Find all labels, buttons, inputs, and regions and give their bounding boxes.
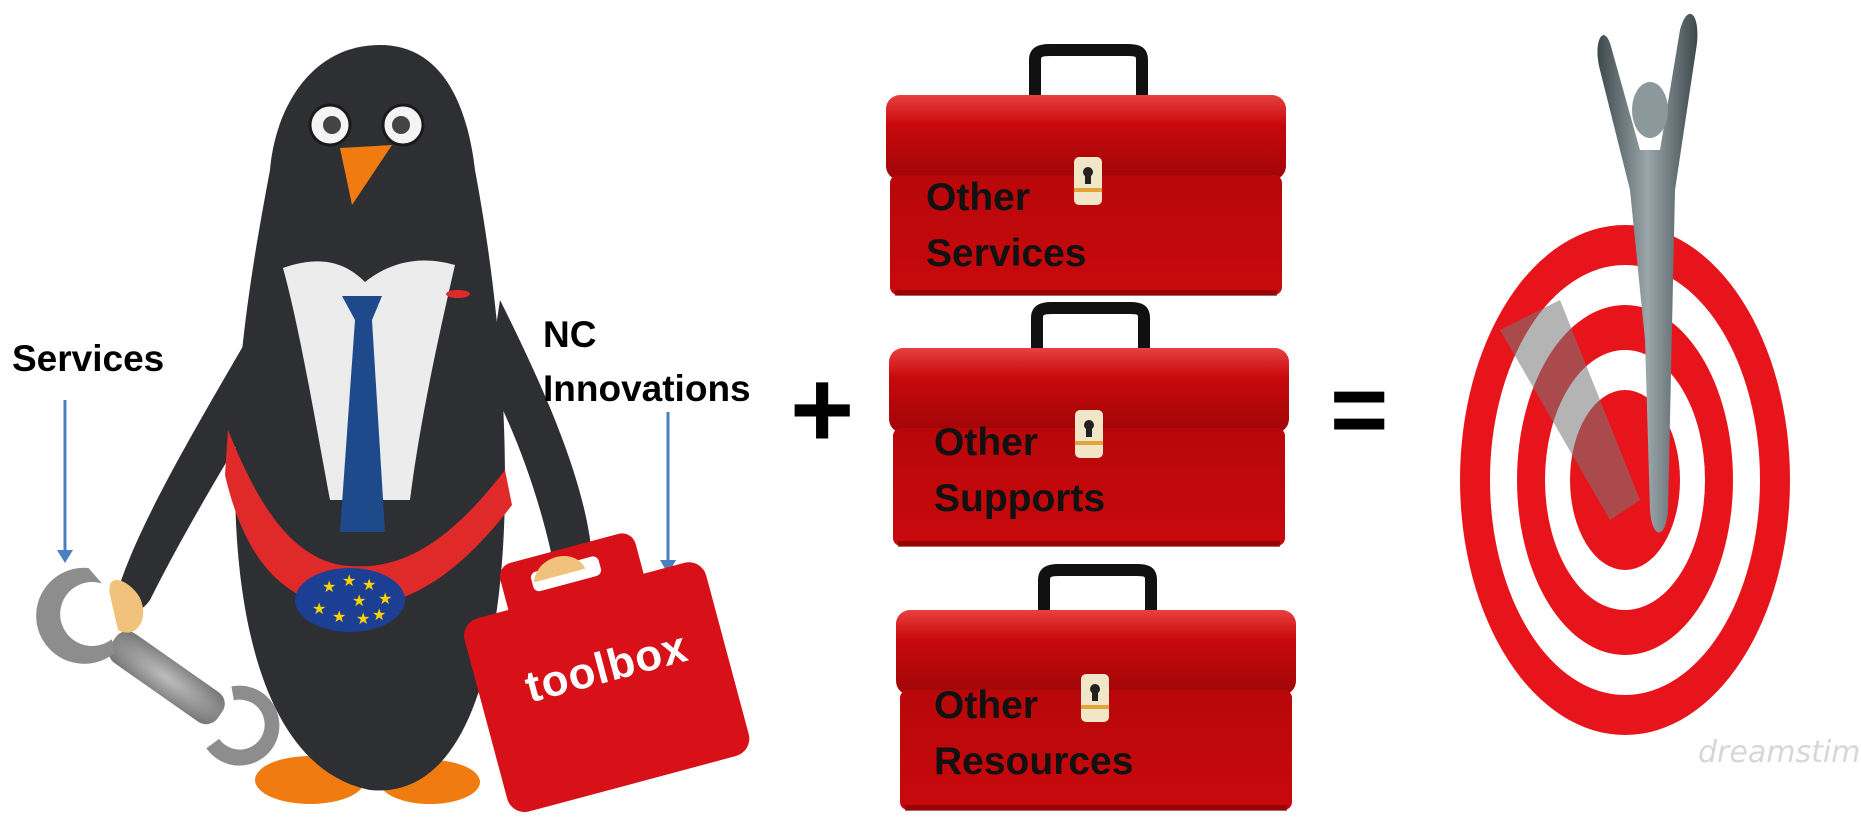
toolbox-other-services xyxy=(886,44,1286,296)
box-label-line1: Other xyxy=(926,176,1031,219)
svg-text:★: ★ xyxy=(312,599,326,618)
box-label-line1: Other xyxy=(934,421,1039,464)
svg-text:★: ★ xyxy=(356,609,370,628)
svg-text:★: ★ xyxy=(362,575,376,594)
svg-text:★: ★ xyxy=(378,589,392,608)
box-label-line1: Other xyxy=(934,684,1039,727)
box-label-other-supports: Other Supports xyxy=(934,415,1105,527)
svg-text:★: ★ xyxy=(332,607,346,626)
wrench-icon xyxy=(36,567,280,766)
watermark-text: dreamstime.com xyxy=(1698,735,1861,770)
plus-operator: + xyxy=(790,348,855,471)
svg-text:★: ★ xyxy=(322,577,336,596)
box-label-line2: Resources xyxy=(934,740,1134,783)
toolbox-other-resources xyxy=(896,564,1296,811)
svg-text:★: ★ xyxy=(372,605,386,624)
small-toolbox-icon xyxy=(464,533,750,813)
toolbox-other-supports xyxy=(889,302,1289,547)
box-label-line2: Services xyxy=(926,232,1087,275)
winner-figure-icon xyxy=(1500,13,1698,533)
services-label: Services xyxy=(12,338,165,379)
nc-label-line2: Innovations xyxy=(543,368,751,409)
box-label-other-services: Other Services xyxy=(926,170,1086,282)
box-label-line2: Supports xyxy=(934,477,1106,520)
svg-text:★: ★ xyxy=(352,591,366,610)
box-label-other-resources: Other Resources xyxy=(934,678,1133,790)
nc-innovations-label: NC Innovations xyxy=(543,308,751,416)
nc-label-line1: NC xyxy=(543,314,597,355)
penguin-mascot: ★★★ ★★★ ★★★ xyxy=(109,45,594,804)
services-arrow xyxy=(57,400,73,563)
svg-text:★: ★ xyxy=(342,571,356,590)
nc-innovations-arrow xyxy=(660,412,676,574)
equals-operator: = xyxy=(1330,354,1389,466)
